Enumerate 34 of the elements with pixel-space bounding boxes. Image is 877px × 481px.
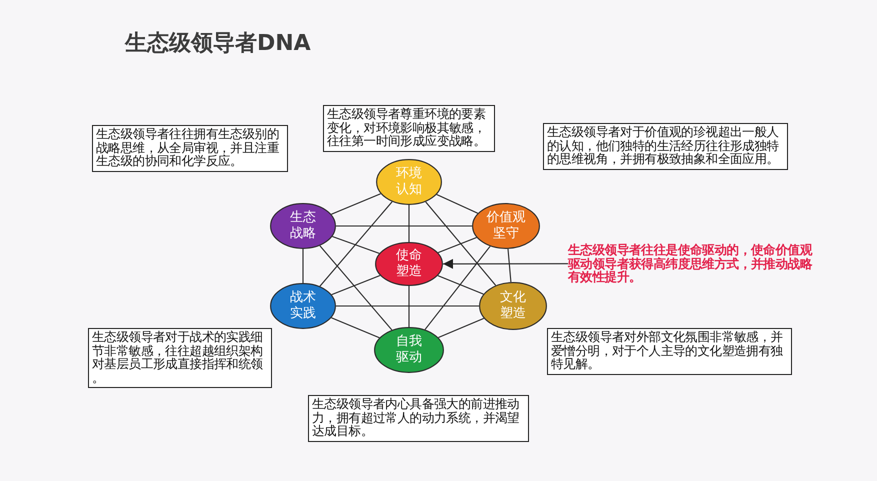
description-box: 生态级领导者对外部文化氛围非常敏感，并爱憎分明，对于个人主导的文化塑造拥有独特见解。	[547, 328, 792, 375]
trait-ellipse: 环境认知	[376, 159, 442, 205]
connector-line	[424, 246, 491, 330]
connector-line	[331, 193, 381, 215]
connector-line	[408, 286, 410, 327]
connector-line	[336, 225, 472, 227]
connector-line	[336, 305, 479, 307]
connector-line	[438, 318, 484, 338]
trait-ellipse: 使命塑造	[375, 242, 443, 286]
trait-ellipse: 文化塑造	[479, 282, 547, 330]
connector-line	[438, 275, 484, 295]
connector-line	[438, 237, 477, 254]
trait-ellipse: 价值观坚守	[472, 203, 540, 249]
description-box: 生态级领导者对于战术的实践细节非常敏感，往往超越组织架构对基层员工形成直接指挥和统领。	[88, 328, 272, 388]
callout-text: 生态级领导者往往是使命驱动的，使命价值观驱动领导者获得高纬度思维方式，并推动战略有效性提升。	[568, 243, 818, 284]
description-box: 生态级领导者内心具备强大的前进推动力，拥有超过常人的动力系统，并渴望达成目标。	[308, 395, 529, 442]
description-box: 生态级领导者往往拥有生态级别的战略思维，从全局审视，并且注重生态级的协同和化学反应。	[92, 125, 288, 172]
page-title: 生态级领导者DNA	[125, 30, 311, 58]
connector-line	[507, 248, 512, 282]
connector-line	[436, 194, 478, 214]
trait-ellipse: 战术实践	[270, 283, 336, 329]
connector-line	[302, 249, 304, 283]
connector-line	[331, 274, 380, 296]
connector-line	[331, 317, 380, 338]
connector-line	[319, 245, 392, 330]
trait-ellipse: 生态战略	[270, 203, 336, 249]
connector-line	[332, 236, 380, 254]
connector-line	[425, 202, 496, 286]
connector-line	[319, 201, 393, 287]
connector-line	[408, 205, 410, 242]
description-box: 生态级领导者尊重环境的要素变化，对环境影响极其敏感，往往第一时间形成应变战略。	[323, 105, 496, 152]
arrow	[443, 258, 568, 269]
description-box: 生态级领导者对于价值观的珍视超出一般人的认知，他们独特的生活经历往往形成独特的思维视角，并拥有极致抽象和全面应用。	[543, 123, 788, 170]
trait-ellipse: 自我驱动	[374, 327, 444, 373]
